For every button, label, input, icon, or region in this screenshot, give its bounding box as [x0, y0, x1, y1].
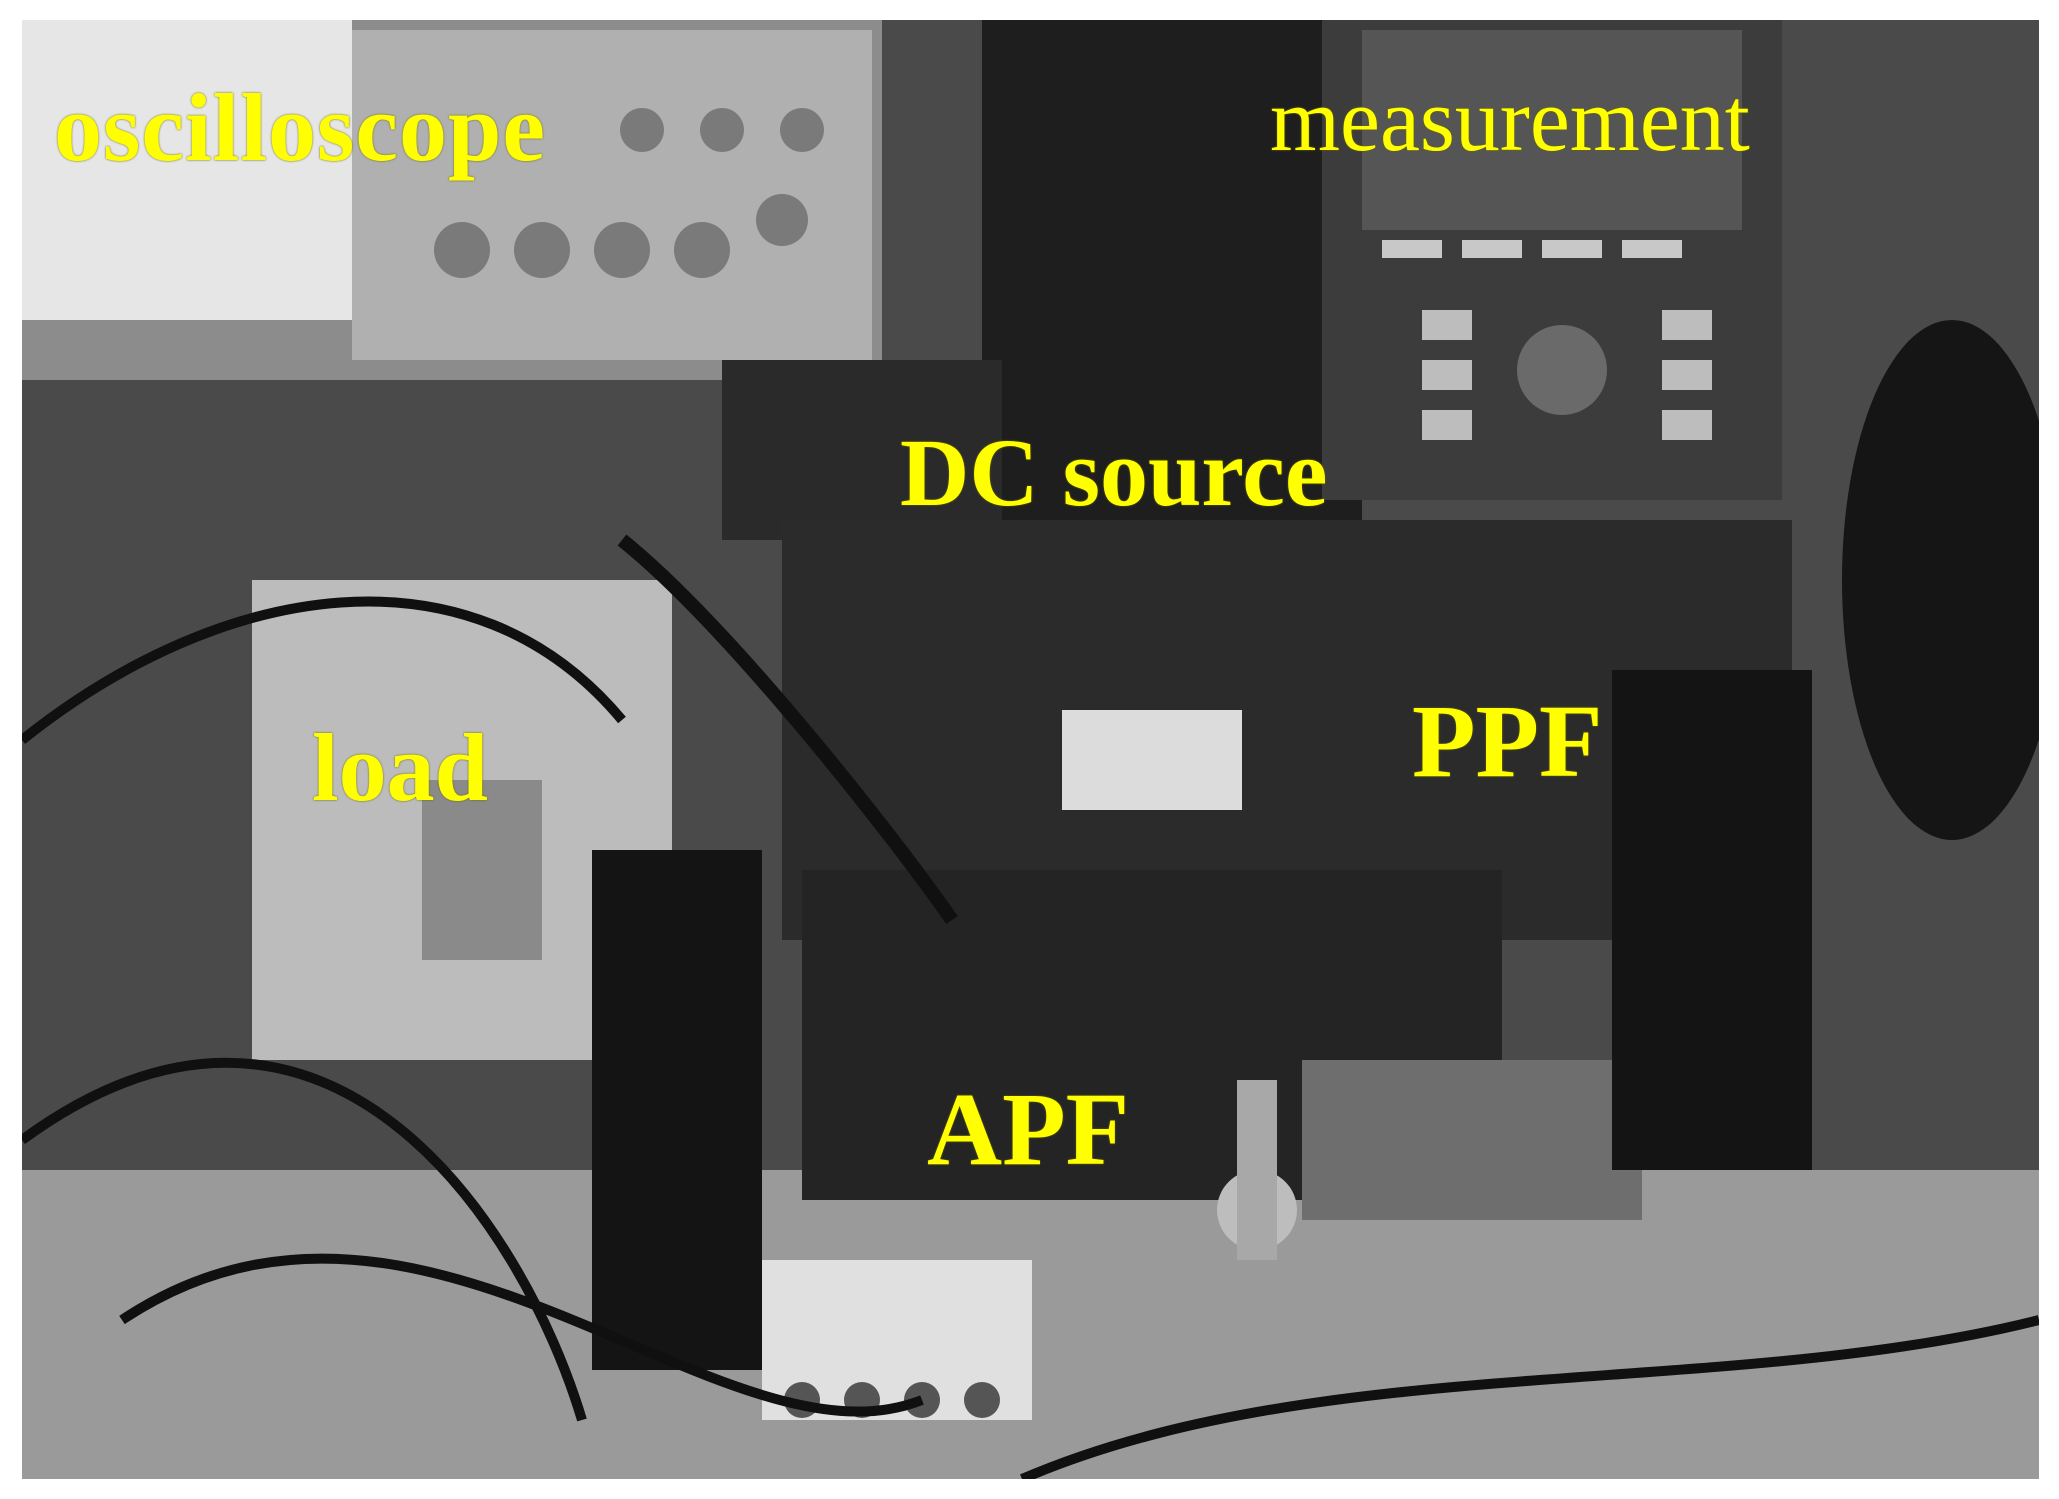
right-fan	[1612, 670, 1812, 1170]
photo-scene	[22, 20, 2039, 1479]
left-fan	[592, 850, 762, 1370]
ppf-label: PPF	[1412, 684, 1603, 799]
load-label: load	[312, 714, 489, 821]
oscilloscope-device	[22, 20, 882, 380]
lab-setup-photo: oscilloscope measurement DC source load …	[22, 20, 2039, 1479]
measurement-label: measurement	[1270, 71, 1750, 170]
terminal-block	[762, 1260, 1032, 1420]
dc-source-label: DC source	[900, 419, 1328, 526]
dc-source-device	[722, 360, 1002, 540]
apf-label: APF	[927, 1072, 1130, 1187]
cables	[22, 534, 2039, 1479]
oscilloscope-label: oscilloscope	[54, 74, 546, 181]
measurement-device	[1322, 20, 1782, 500]
